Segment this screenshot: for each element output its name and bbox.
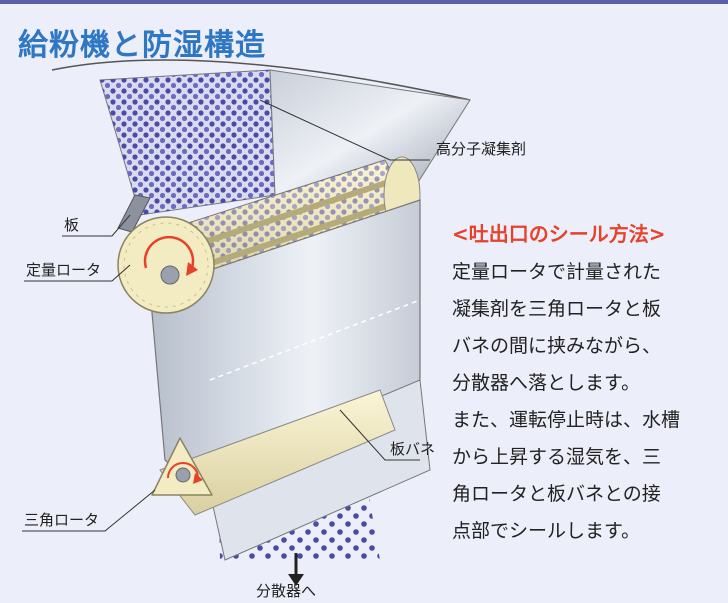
label-plate: 板	[64, 216, 80, 234]
label-to-disperser: 分散器へ	[256, 582, 317, 600]
label-leaf-spring: 板バネ	[390, 440, 436, 458]
seal-method-description: 定量ロータで計量された 凝集剤を三角ロータと板 バネの間に挟みながら、 分散器へ…	[452, 254, 720, 550]
label-coagulant: 高分子凝集剤	[436, 140, 527, 158]
label-triangle-rotor: 三角ロータ	[24, 511, 100, 529]
desc-line: 角ロータと板バネとの接	[452, 483, 661, 505]
seal-method-heading: <吐出口のシール方法>	[452, 222, 666, 246]
hopper-rim-line	[51, 59, 471, 101]
page-title: 給粉機と防湿構造	[18, 28, 266, 63]
rotation-arrow-icon	[143, 235, 195, 269]
desc-line: 点部でシールします。	[452, 520, 641, 542]
desc-line: バネの間に挟みながら、	[452, 335, 662, 357]
hopper-coagulant	[100, 70, 275, 215]
desc-line: から上昇する湿気を、三	[452, 446, 662, 468]
label-metering-rotor: 定量ロータ	[26, 261, 102, 279]
triangle-rotor-cylinder	[159, 389, 396, 516]
desc-line: 分散器へ落とします。	[452, 372, 641, 394]
desc-line: 凝集剤を三角ロータと板	[452, 298, 662, 320]
desc-line: また、運転停止時は、水槽	[452, 409, 681, 431]
desc-line: 定量ロータで計量された	[452, 261, 662, 283]
metering-rotor-face	[117, 216, 215, 314]
top-border	[0, 0, 728, 4]
triangle-rotation-arrow-icon	[167, 462, 199, 479]
